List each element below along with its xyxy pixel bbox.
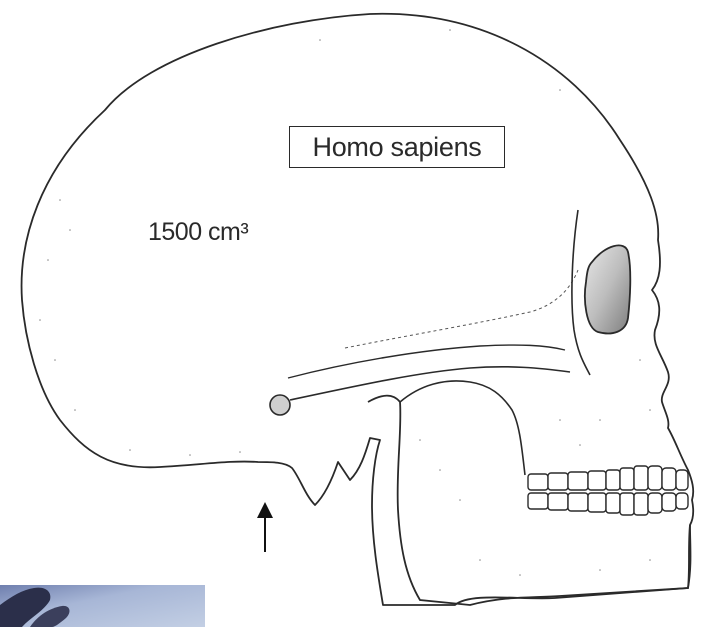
- photo-thumbnail: [0, 585, 205, 627]
- species-label: Homo sapiens: [313, 132, 482, 163]
- species-label-box: Homo sapiens: [289, 126, 505, 168]
- arrow-up-icon: [257, 502, 273, 552]
- ear-opening: [270, 395, 290, 415]
- cranial-volume-label: 1500 cm³: [148, 218, 248, 247]
